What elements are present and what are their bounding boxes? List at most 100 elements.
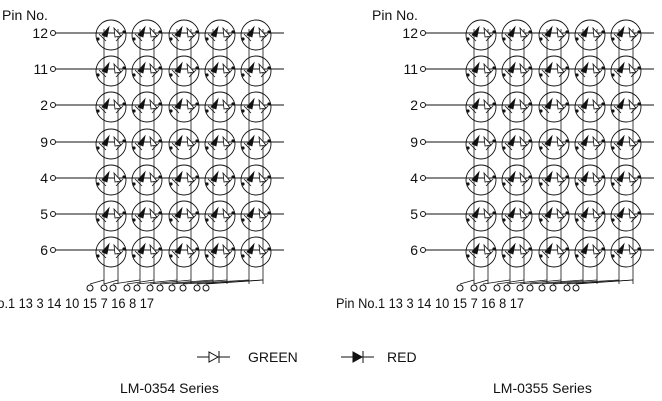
bicolor-led-icon: [501, 19, 533, 51]
pin-header: Pin No.: [2, 7, 48, 23]
pin-lead: [103, 279, 119, 285]
bicolor-led-icon: [610, 128, 642, 160]
legend: GREEN RED: [197, 349, 417, 365]
bicolor-led-icon: [240, 55, 272, 87]
column-pin-terminal: [526, 284, 534, 292]
bicolor-led-icon: [501, 200, 533, 232]
bicolor-led-icon: [240, 19, 272, 51]
bicolor-led-icon: [538, 128, 570, 160]
row-pin-label: 2: [410, 97, 418, 113]
column-pin-terminal: [503, 284, 511, 292]
pin-lead: [506, 279, 548, 285]
bicolor-led-icon: [131, 55, 163, 87]
bicolor-led-icon: [538, 236, 570, 268]
panel-lm-0354: Pin No. Pin No.1 13 3 14 10 15 7 16 8 17…: [0, 7, 219, 396]
bicolor-led-icon: [538, 55, 570, 87]
pin-lead: [205, 279, 264, 285]
pin-lead: [89, 279, 105, 285]
column-pin-terminal: [193, 284, 201, 292]
column-pin-terminal: [146, 284, 154, 292]
bicolor-led-icon: [465, 55, 497, 87]
bicolor-led-icon: [204, 236, 236, 268]
bicolor-led-icon: [465, 200, 497, 232]
pin-lead: [482, 279, 511, 285]
bicolor-led-icon: [240, 200, 272, 232]
pin-lead: [136, 279, 178, 285]
green-led-symbol-icon: [197, 351, 230, 363]
column-pin-terminal: [456, 284, 464, 292]
bicolor-led-icon: [465, 164, 497, 196]
series-title: LM-0355 Series: [493, 380, 592, 396]
row-pin-terminal: [50, 66, 56, 72]
column-pin-terminal: [479, 284, 487, 292]
pin-lead: [112, 279, 141, 285]
pin-lead: [159, 279, 214, 285]
bicolor-led-icon: [204, 19, 236, 51]
bicolor-led-icon: [501, 236, 533, 268]
row-pin-label: 4: [40, 170, 48, 186]
bicolor-led-icon: [610, 164, 642, 196]
column-pin-terminal: [168, 284, 176, 292]
legend-green-label: GREEN: [248, 349, 298, 365]
panel-lm-0355: Pin No. Pin No.1 13 3 14 10 15 7 16 8 17…: [336, 7, 592, 396]
bicolor-led-icon: [538, 19, 570, 51]
bicolor-led-icon: [95, 236, 127, 268]
pin-lead: [171, 279, 228, 285]
row-pin-label: 4: [410, 170, 418, 186]
row-pin-label: 9: [40, 134, 48, 150]
row-pin-terminal: [420, 66, 426, 72]
bicolor-led-icon: [131, 91, 163, 123]
bicolor-led-icon: [204, 200, 236, 232]
row-pin-label: 6: [40, 242, 48, 258]
bicolor-led-icon: [610, 91, 642, 123]
bicolor-led-icon: [501, 164, 533, 196]
bicolor-led-icon: [204, 55, 236, 87]
pin-header: Pin No.: [372, 7, 418, 23]
pin-lead: [541, 279, 598, 285]
row-pin-label: 5: [410, 206, 418, 222]
bicolor-led-icon: [95, 164, 127, 196]
bicolor-led-icon: [574, 55, 606, 87]
bicolor-led-icon: [168, 164, 200, 196]
row-pin-label: 6: [410, 242, 418, 258]
bicolor-led-icon: [95, 55, 127, 87]
bicolor-led-icon: [574, 200, 606, 232]
row-pin-terminal: [50, 139, 56, 145]
column-pin-terminal: [563, 284, 571, 292]
column-pin-terminal: [109, 284, 117, 292]
row-pin-label: 9: [410, 134, 418, 150]
pin-lead: [575, 279, 634, 285]
bicolor-led-icon: [465, 128, 497, 160]
bottom-pin-label: Pin No.1 13 3 14 10 15 7 16 8 17: [336, 295, 524, 311]
bicolor-led-icon: [95, 19, 127, 51]
row-pin-label: 11: [33, 61, 48, 77]
bicolor-led-icon: [240, 164, 272, 196]
pin-lead: [519, 279, 562, 285]
bicolor-led-icon: [538, 91, 570, 123]
column-pin-terminal: [123, 284, 131, 292]
row-pin-terminal: [420, 30, 426, 36]
pin-lead: [182, 279, 250, 285]
column-pin-terminal: [202, 284, 210, 292]
bicolor-led-icon: [131, 200, 163, 232]
bicolor-led-icon: [95, 200, 127, 232]
row-pin-terminal: [50, 102, 56, 108]
legend-red-label: RED: [387, 349, 417, 365]
row-pin-terminal: [50, 211, 56, 217]
bicolor-led-icon: [465, 19, 497, 51]
row-pin-label: 11: [403, 61, 418, 77]
pin-lead: [459, 279, 475, 285]
bicolor-led-icon: [610, 236, 642, 268]
column-pin-terminal: [549, 284, 557, 292]
bicolor-led-icon: [168, 91, 200, 123]
column-pin-terminal: [516, 284, 524, 292]
bicolor-led-icon: [95, 128, 127, 160]
column-pin-terminal: [100, 284, 108, 292]
column-pin-terminal: [179, 284, 187, 292]
bicolor-led-icon: [168, 55, 200, 87]
pin-lead: [496, 279, 525, 285]
bicolor-led-icon: [465, 91, 497, 123]
pin-lead: [473, 279, 489, 285]
